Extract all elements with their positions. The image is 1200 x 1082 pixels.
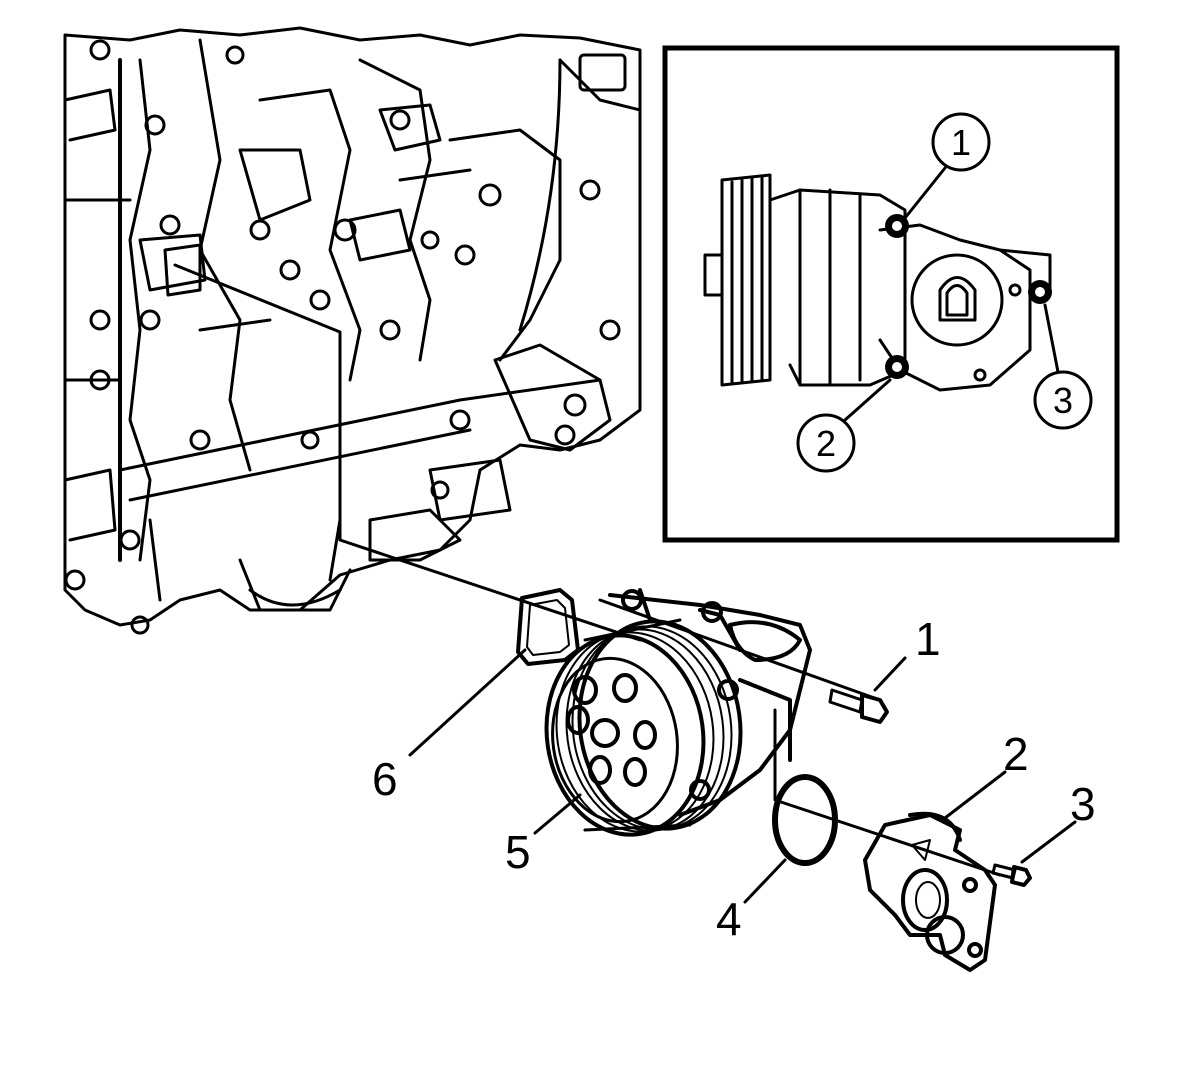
callout-2: 2 [1003,728,1029,780]
part-1-bolt [828,688,889,724]
callout-3: 3 [1070,778,1096,830]
part-4-o-ring [772,774,838,866]
callout-labels: 1 2 3 4 5 6 [372,613,1096,945]
inset-callout-1: 1 [931,112,991,172]
inset-frame [662,45,1120,543]
callout-5: 5 [505,826,531,878]
svg-text:3: 3 [1053,380,1073,421]
engine-bolt-heads [64,39,621,635]
part-2-thermostat-housing [863,811,997,972]
engine-block-illustration [63,26,642,627]
svg-text:1: 1 [951,122,971,163]
callout-6: 6 [372,753,398,805]
inset-leader-lines [843,166,1060,422]
engine-block-mounting-surface [163,243,202,297]
inset-bolt-holes [885,214,1052,379]
part-5-water-pump [544,588,812,837]
inset-pump-illustration [703,173,1052,392]
part-3-bolt [991,863,1032,887]
callout-1: 1 [915,613,941,665]
inset-callout-3: 3 [1033,370,1093,430]
inset-callout-2: 2 [796,413,856,473]
svg-text:2: 2 [816,423,836,464]
callout-leader-lines [408,648,1077,904]
inset-detail-view: 1 2 3 [662,45,1120,543]
callout-4: 4 [716,893,742,945]
